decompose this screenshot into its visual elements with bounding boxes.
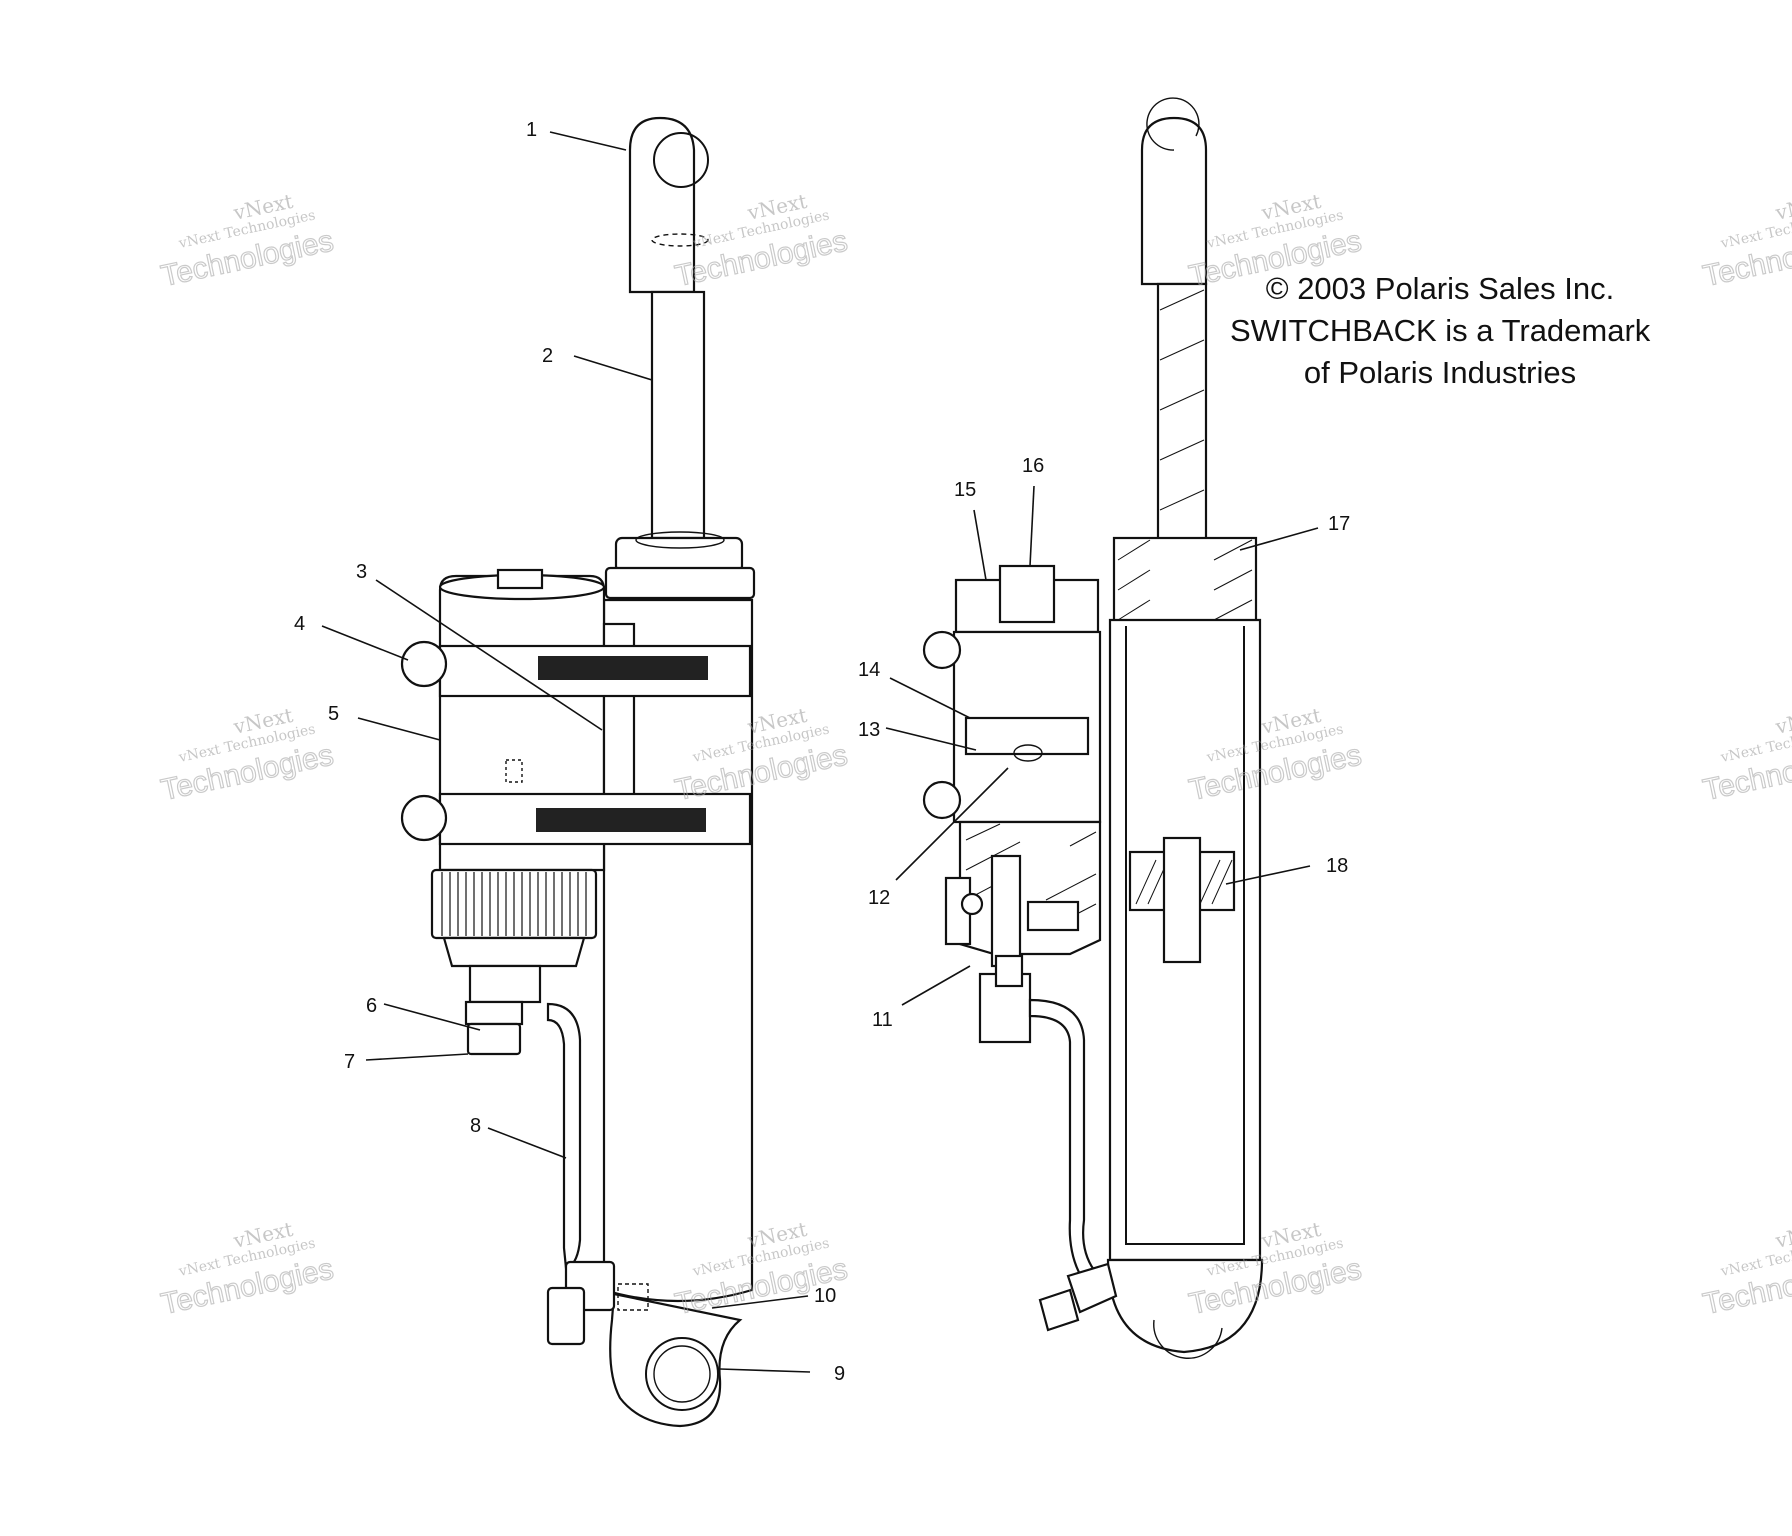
svg-text:vNext: vNext <box>1772 189 1792 225</box>
callout-6: 6 <box>366 995 377 1017</box>
callout-11: 11 <box>872 1009 893 1031</box>
watermark: vNext vNext Technologies Technologies <box>158 189 337 294</box>
leader-lines <box>321 131 1319 1373</box>
callout-13: 13 <box>858 719 880 741</box>
callout-3: 3 <box>356 561 367 583</box>
copyright-line: © 2003 Polaris Sales Inc. <box>1265 271 1615 306</box>
callout-14: 14 <box>858 659 880 681</box>
callout-5: 5 <box>328 703 339 725</box>
callout-12: 12 <box>868 887 890 909</box>
svg-text:vNext: vNext <box>1772 1217 1792 1253</box>
trademark-line: SWITCHBACK is a Trademark <box>1230 313 1651 348</box>
callout-10: 10 <box>814 1285 836 1307</box>
callout-18: 18 <box>1326 855 1348 877</box>
callout-15: 15 <box>954 479 976 501</box>
callout-2: 2 <box>542 345 553 367</box>
exterior-view <box>400 116 756 1428</box>
copyright-notice: © 2003 Polaris Sales Inc. SWITCHBACK is … <box>1230 268 1650 394</box>
callout-1: 1 <box>526 119 537 141</box>
watermark: vNext vNext Technologies Technologies <box>158 1217 337 1322</box>
section-view <box>922 97 1264 1359</box>
callout-8: 8 <box>470 1115 481 1137</box>
watermark: vNext vNext Technologies Technologies <box>158 703 337 808</box>
trademark-owner-line: of Polaris Industries <box>1303 355 1577 390</box>
callout-4: 4 <box>294 613 305 635</box>
callout-7: 7 <box>344 1051 355 1073</box>
svg-text:vNext: vNext <box>1772 703 1792 739</box>
callout-17: 17 <box>1328 513 1350 535</box>
callout-numbers: 1 2 3 4 5 6 7 8 9 10 11 12 13 14 15 16 1… <box>294 119 1350 1385</box>
watermark: vNext vNext Technologies Technologies <box>1700 1217 1792 1322</box>
watermark: vNext vNext Technologies Technologies <box>1700 189 1792 294</box>
callout-16: 16 <box>1022 455 1044 477</box>
callout-9: 9 <box>834 1363 845 1385</box>
watermark: vNext vNext Technologies Technologies <box>1700 703 1792 808</box>
